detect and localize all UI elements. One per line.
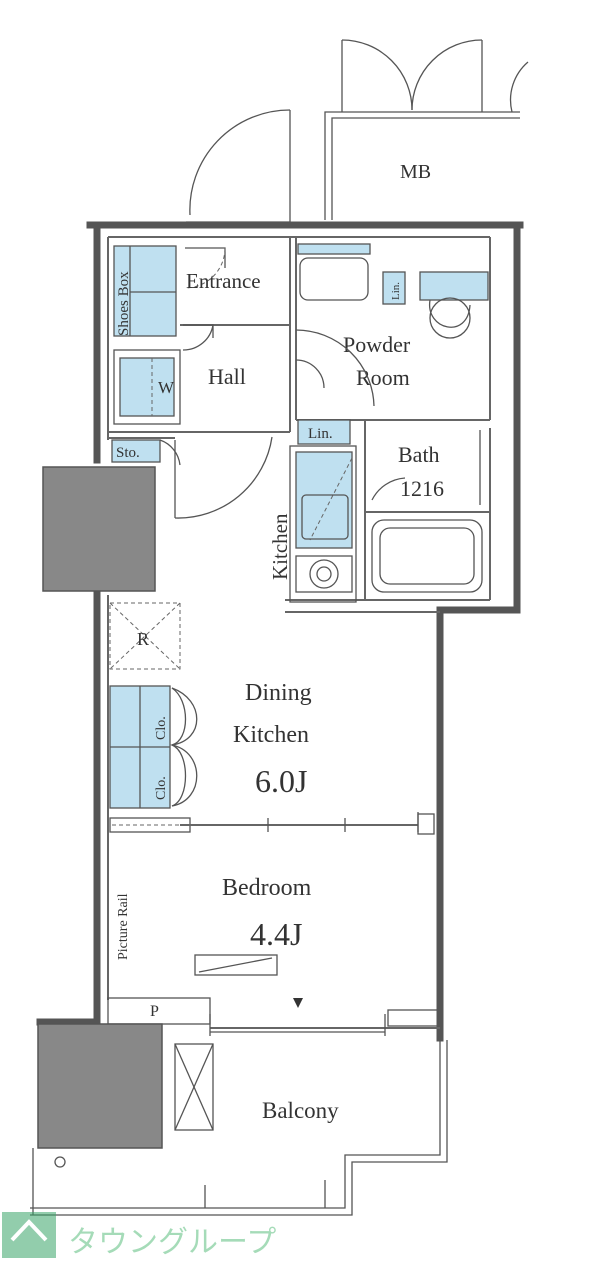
p-label: P [150, 1003, 159, 1020]
structural-column-lower [37, 1023, 163, 1149]
meter-box-area: MB [324, 39, 529, 220]
refrigerator-space: R [109, 602, 181, 670]
lin-powder-label: Lin. [390, 282, 402, 300]
powder-room-label-2: Room [356, 365, 410, 390]
shoes-box: Shoes Box [113, 245, 177, 337]
sto-label: Sto. [116, 445, 140, 461]
clo-label-1: Clo. [154, 716, 169, 740]
entrance-label: Entrance [186, 269, 261, 293]
closets: Clo. Clo. [109, 685, 198, 809]
w-label: W [158, 378, 175, 397]
powder-room: Lin. Powder Room [295, 243, 489, 407]
entry-direction-marker [293, 998, 303, 1008]
bath-size-label: 1216 [400, 476, 444, 501]
dining-kitchen: Dining Kitchen 6.0J [233, 680, 312, 799]
dining-size-label: 6.0J [255, 763, 307, 799]
hall-label: Hall [208, 364, 246, 389]
outer-walls [36, 221, 524, 1042]
entrance-door[interactable] [186, 109, 291, 225]
watermark: タウングループ [2, 1212, 276, 1260]
sliding-partition[interactable] [109, 812, 435, 835]
lin-hall-label: Lin. [308, 426, 333, 442]
bathroom: Bath 1216 [371, 430, 483, 593]
dining-label-1: Dining [245, 680, 312, 706]
linen-closet: Lin. [297, 419, 351, 445]
bedroom-size-label: 4.4J [250, 916, 302, 952]
picture-rail-label: Picture Rail [116, 893, 131, 960]
bedroom: Bedroom 4.4J [194, 875, 312, 1008]
storage: Sto. [111, 439, 181, 466]
r-label: R [137, 629, 149, 649]
bath-label: Bath [398, 442, 440, 467]
powder-room-label-1: Powder [343, 332, 411, 357]
bedroom-label: Bedroom [222, 875, 312, 901]
hall-area: W Hall [113, 349, 246, 425]
clo-label-2: Clo. [154, 776, 169, 800]
shoes-box-label: Shoes Box [116, 271, 132, 336]
dining-label-2: Kitchen [233, 722, 309, 748]
balcony: Balcony [30, 1040, 448, 1216]
structural-column [42, 466, 156, 592]
watermark-text: タウングループ [68, 1225, 276, 1260]
balcony-window[interactable] [209, 1009, 440, 1036]
kitchen-label: Kitchen [268, 513, 292, 580]
hall-door[interactable] [174, 436, 273, 519]
entrance-area: Entrance [182, 247, 261, 351]
pipe-space: P [107, 997, 211, 1025]
kitchen: Kitchen [268, 445, 357, 603]
mb-label: MB [400, 161, 431, 183]
balcony-label: Balcony [262, 1098, 339, 1123]
